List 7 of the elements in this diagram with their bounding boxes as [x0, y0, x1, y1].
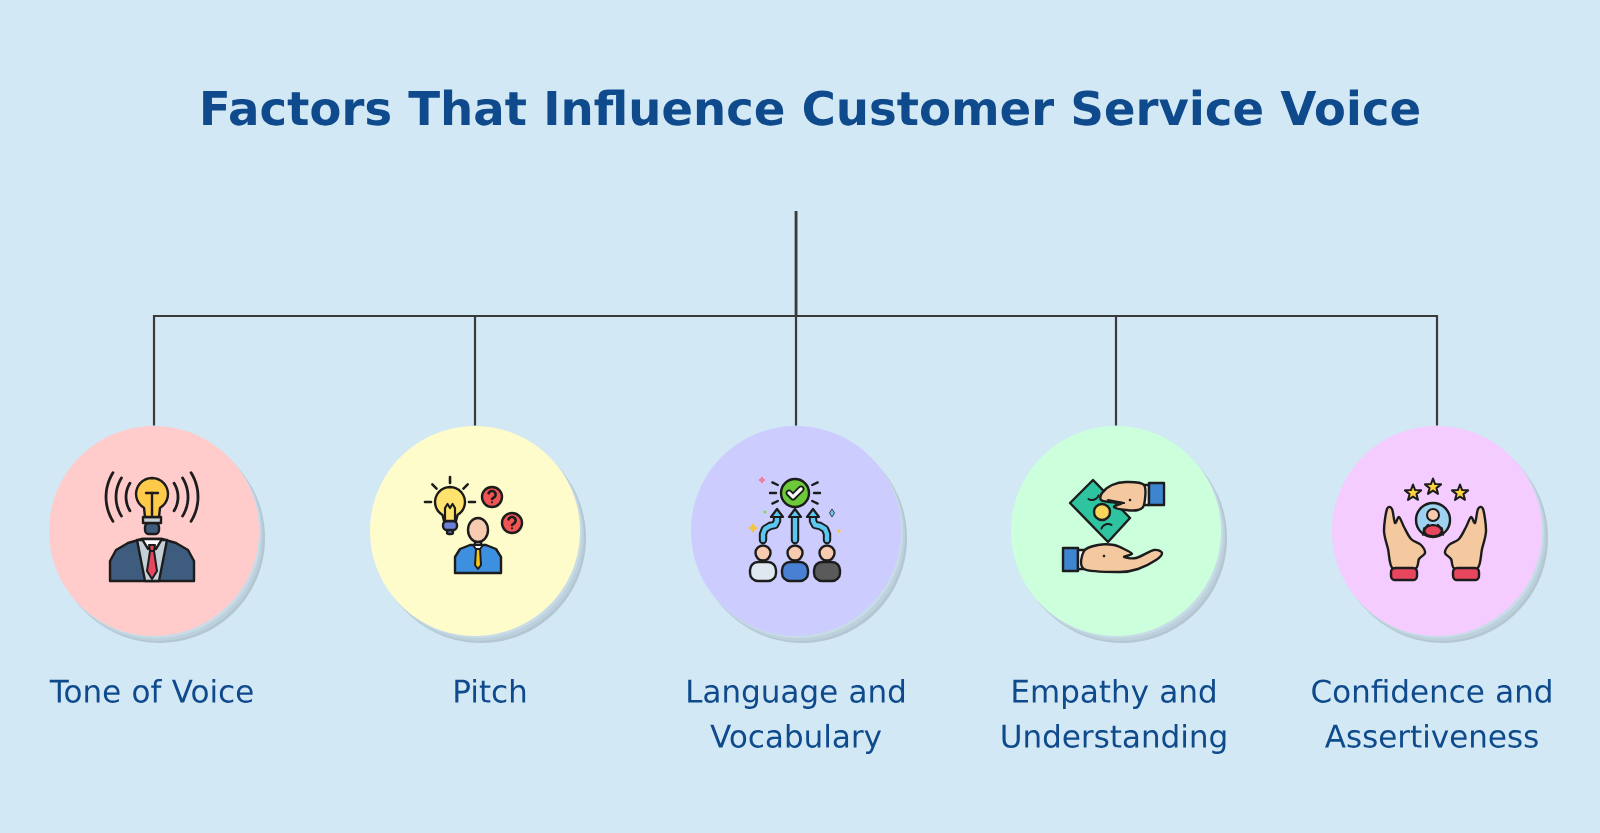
title: Factors That Influence Customer Service Voice: [203, 89, 1419, 126]
factor-label: Confidence and Assertiveness: [1312, 678, 1551, 748]
connector-line: [794, 211, 1439, 426]
factor-label: Pitch: [455, 678, 526, 703]
factor-label: Empathy and Understanding: [1002, 678, 1226, 754]
factor-label: Tone of Voice: [49, 678, 253, 703]
factor-label: Language and Vocabulary: [688, 678, 905, 754]
